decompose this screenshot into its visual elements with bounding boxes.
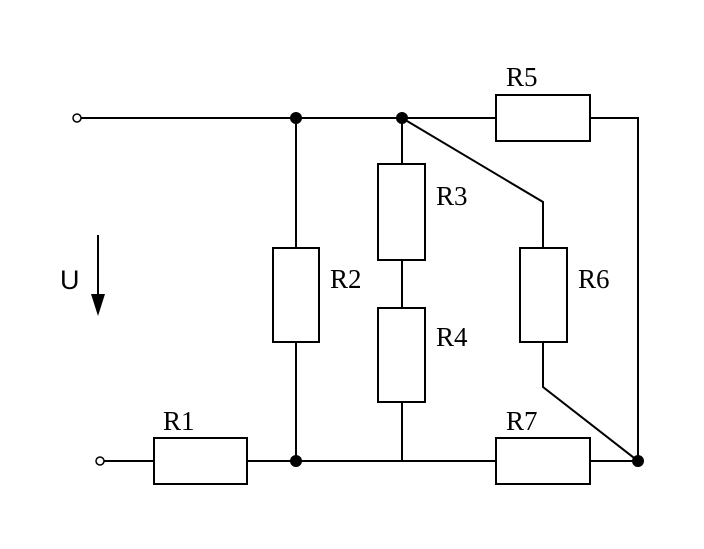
wires xyxy=(79,116,640,463)
label-r7: R7 xyxy=(506,406,538,436)
junction-dot xyxy=(290,455,302,467)
input-terminal-bottom xyxy=(95,456,105,466)
label-r6: R6 xyxy=(578,264,610,294)
resistor-r7 xyxy=(495,437,591,485)
junction-dot xyxy=(396,112,408,124)
input-terminal-top xyxy=(72,113,82,123)
resistor-r2 xyxy=(272,247,320,343)
voltage-arrow xyxy=(91,235,105,316)
label-r4: R4 xyxy=(436,322,468,352)
resistor-r6 xyxy=(519,247,568,343)
label-r1: R1 xyxy=(163,406,195,436)
resistor-r5 xyxy=(495,94,591,142)
junction-dot xyxy=(290,112,302,124)
resistor-r4 xyxy=(377,307,426,403)
label-r2: R2 xyxy=(330,264,362,294)
r6-bottom-wire xyxy=(542,341,640,463)
r6-top-wire xyxy=(400,116,544,249)
label-r3: R3 xyxy=(436,181,468,211)
resistor-r3 xyxy=(377,163,426,261)
junction-dot xyxy=(632,455,644,467)
resistor-r1 xyxy=(153,437,248,485)
label-r5: R5 xyxy=(506,62,538,92)
voltage-label: U xyxy=(60,265,80,295)
